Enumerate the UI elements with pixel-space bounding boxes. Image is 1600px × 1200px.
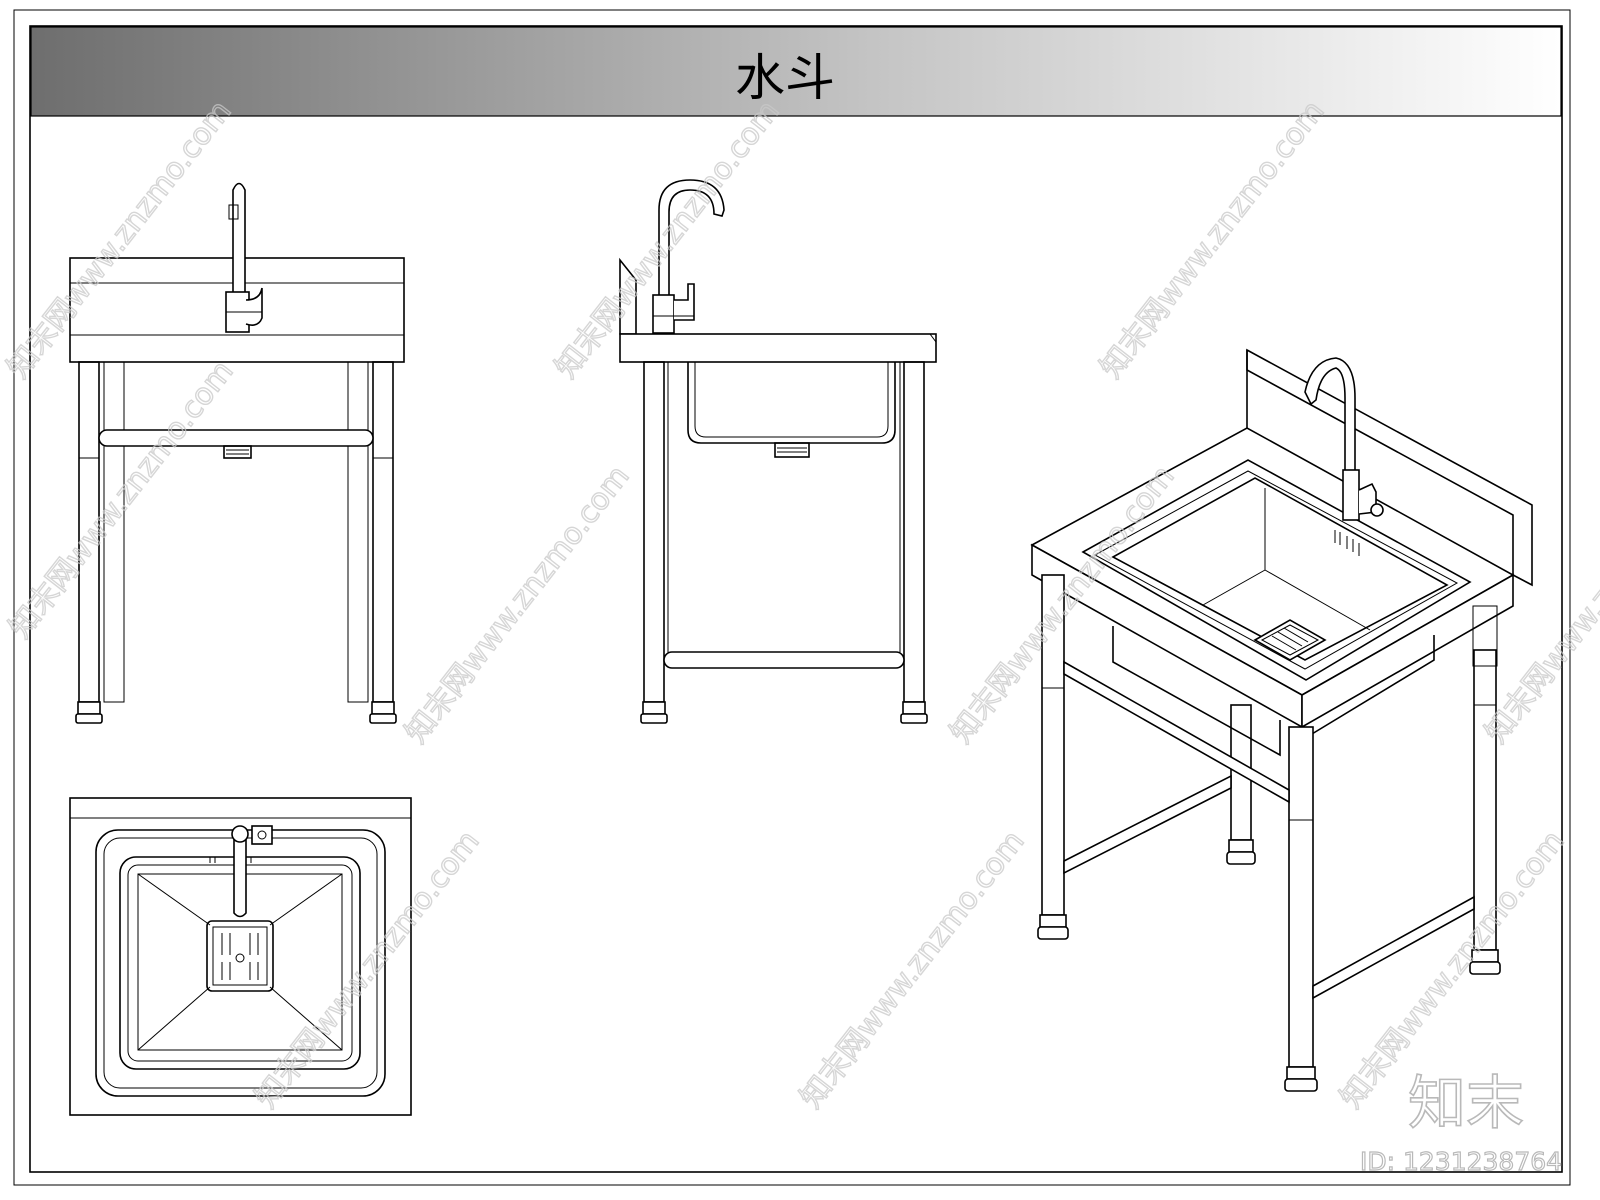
- watermark-text: 知末网www.znzmo.com: [794, 824, 1032, 1115]
- sheet-frame: [13, 9, 1571, 1186]
- front-elevation-view: [69, 182, 405, 724]
- isometric-view: [1030, 348, 1533, 1092]
- side-elevation-view: [619, 179, 937, 724]
- brand-logo-text: 知末: [1408, 1069, 1524, 1137]
- watermark-text: 知末网www.znzmo.com: [1, 94, 239, 385]
- title-band: 水斗: [30, 26, 1562, 117]
- image-id-label: ID: 1231238764: [1360, 1147, 1562, 1176]
- brand-mark: 知末 ID: 1231238764: [1359, 1068, 1562, 1176]
- page-title: 水斗: [735, 49, 835, 107]
- watermark-text: 知末网www.znzmo.com: [3, 354, 241, 645]
- watermark-text: 知末网www.znzmo.com: [249, 824, 487, 1115]
- watermark-text: 知末网www.znzmo.com: [399, 459, 637, 750]
- plan-view: [69, 797, 412, 1116]
- watermark-text: 知末网www.znzmo.com: [1094, 94, 1332, 385]
